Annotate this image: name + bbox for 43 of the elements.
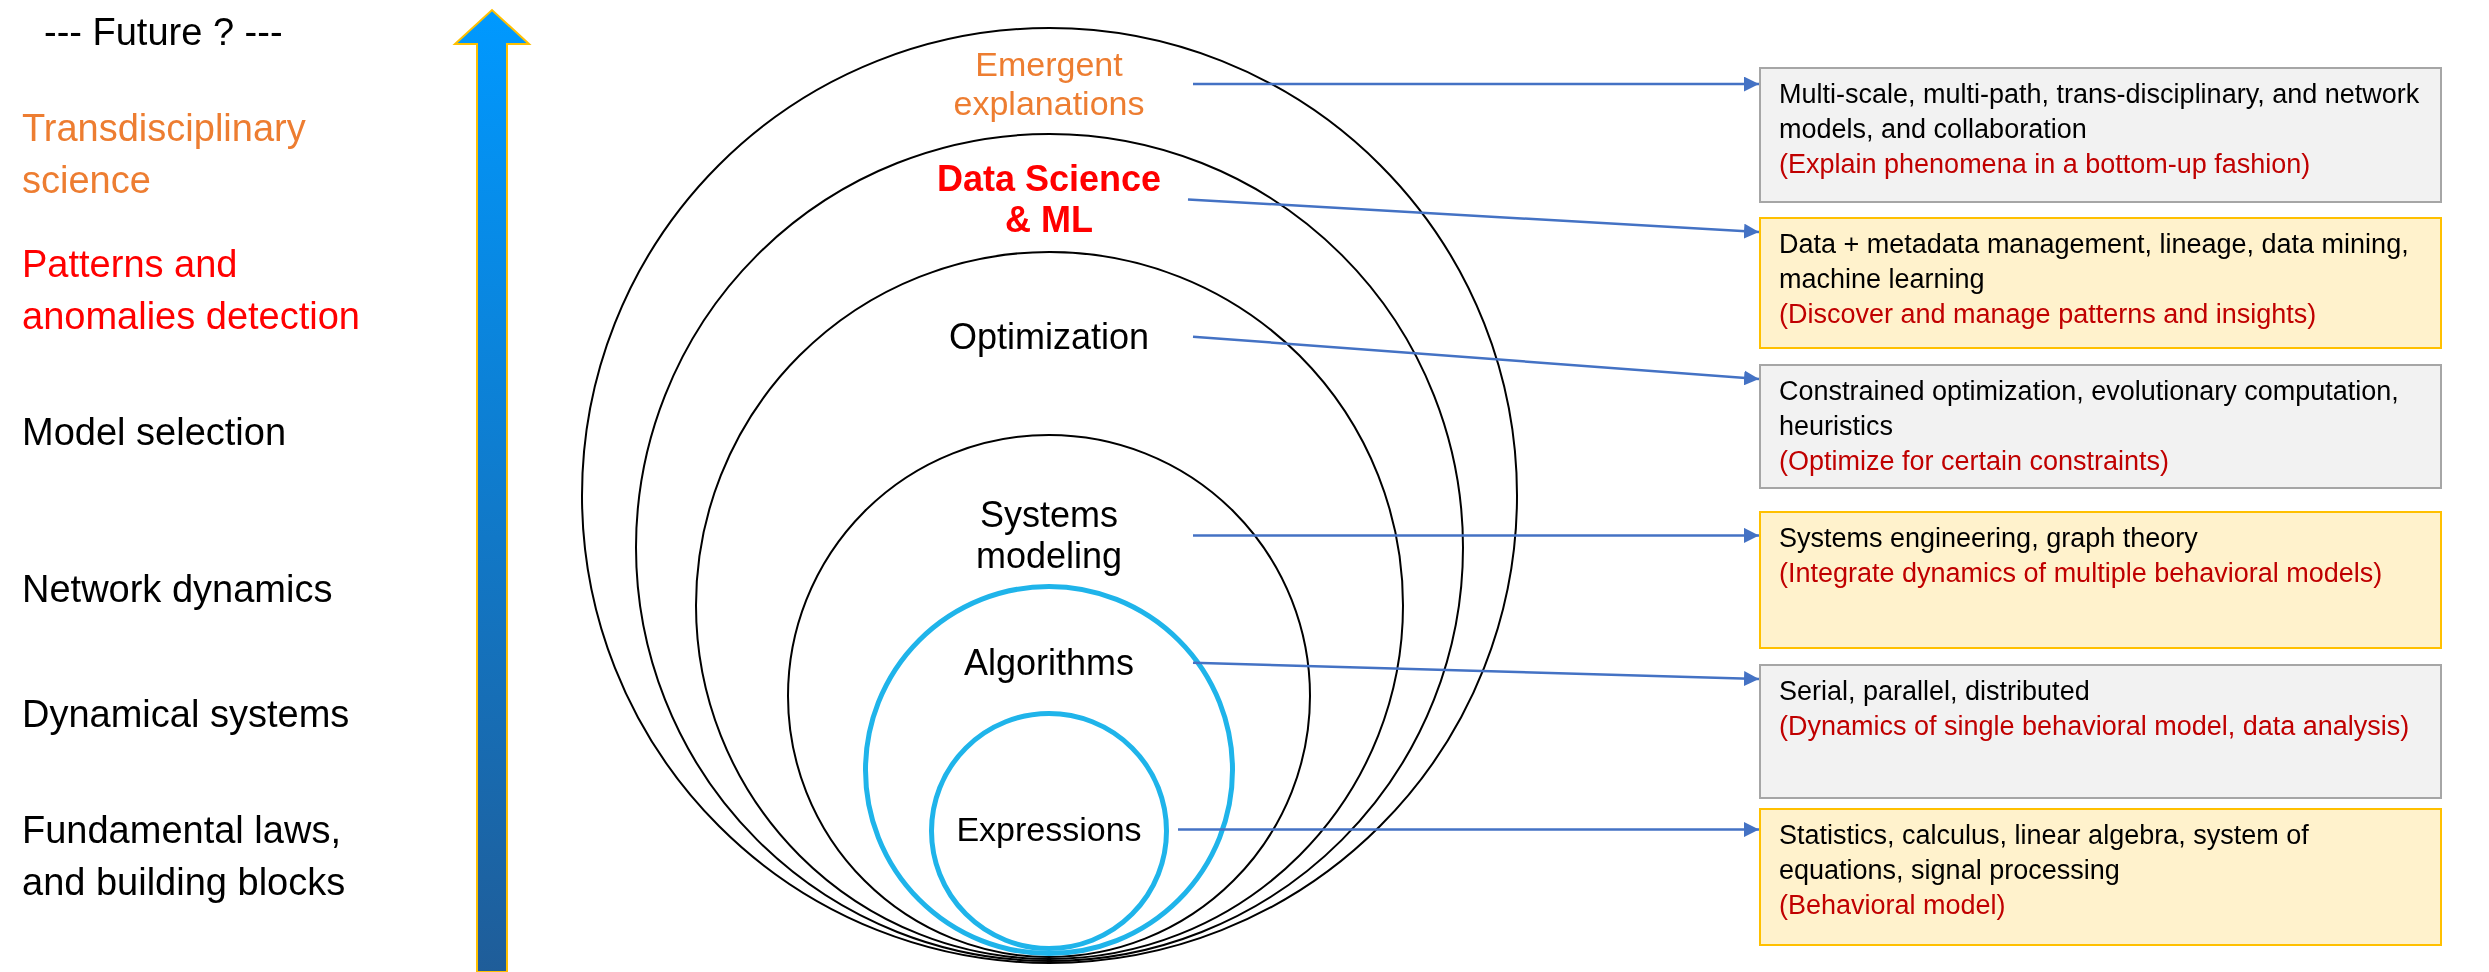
description-text: Data + metadata management, lineage, data mining, machine learning (1779, 228, 2410, 297)
arrow (1192, 335, 1760, 386)
heading-text: --- Future ? --- (44, 10, 284, 55)
nested-circle (694, 251, 1404, 960)
arrow (1193, 76, 1759, 92)
arrow (1187, 198, 1760, 239)
description-text: Serial, parallel, distributed (1779, 675, 2091, 708)
arrow (1193, 527, 1759, 543)
arrow (1178, 822, 1759, 838)
circle-label: Expressions (955, 810, 1143, 850)
description-box (1759, 664, 2442, 799)
note-text: (Discover and manage patterns and insights) (1779, 298, 2318, 332)
note-text: (Dynamics of single behavioral model, data analysis) (1779, 710, 2411, 744)
circle-label: Optimization (947, 316, 1151, 358)
description-box (1759, 67, 2442, 203)
note-text: (Integrate dynamics of multiple behavioral models) (1779, 557, 2384, 591)
note-text: (Optimize for certain constraints) (1779, 445, 2171, 479)
description-text: Systems engineering, graph theory (1779, 522, 2199, 555)
description-text: Statistics, calculus, linear algebra, system of equations, signal processing (1779, 819, 2310, 888)
description-text: Multi-scale, multi-path, trans-disciplinary, and network models, and collaboration (1779, 78, 2421, 147)
arrow (1192, 661, 1760, 687)
level-label: Patterns and anomalies detection (22, 242, 361, 340)
circle-label: Systems modeling (974, 494, 1124, 577)
level-label: Model selection (22, 410, 288, 455)
description-box (1759, 364, 2442, 489)
circle-label: Data Science & ML (935, 158, 1163, 241)
note-text: (Behavioral model) (1779, 889, 2007, 923)
description-box (1759, 808, 2442, 946)
level-label: Network dynamics (22, 567, 334, 612)
circle-label: Algorithms (962, 642, 1136, 684)
level-label: Dynamical systems (22, 692, 351, 737)
description-box (1759, 217, 2442, 349)
level-label: Fundamental laws, and building blocks (22, 808, 347, 906)
level-label: Transdisciplinary science (22, 106, 307, 204)
nested-circle (634, 133, 1464, 962)
note-text: (Explain phenomena in a bottom-up fashion) (1779, 148, 2312, 182)
nested-circle (929, 711, 1169, 951)
nested-circle (787, 434, 1311, 958)
description-box (1759, 511, 2442, 649)
description-text: Constrained optimization, evolutionary computation, heuristics (1779, 375, 2400, 444)
circle-label: Emergent explanations (952, 45, 1146, 124)
nested-circle (580, 27, 1518, 964)
nested-circle (863, 584, 1235, 956)
